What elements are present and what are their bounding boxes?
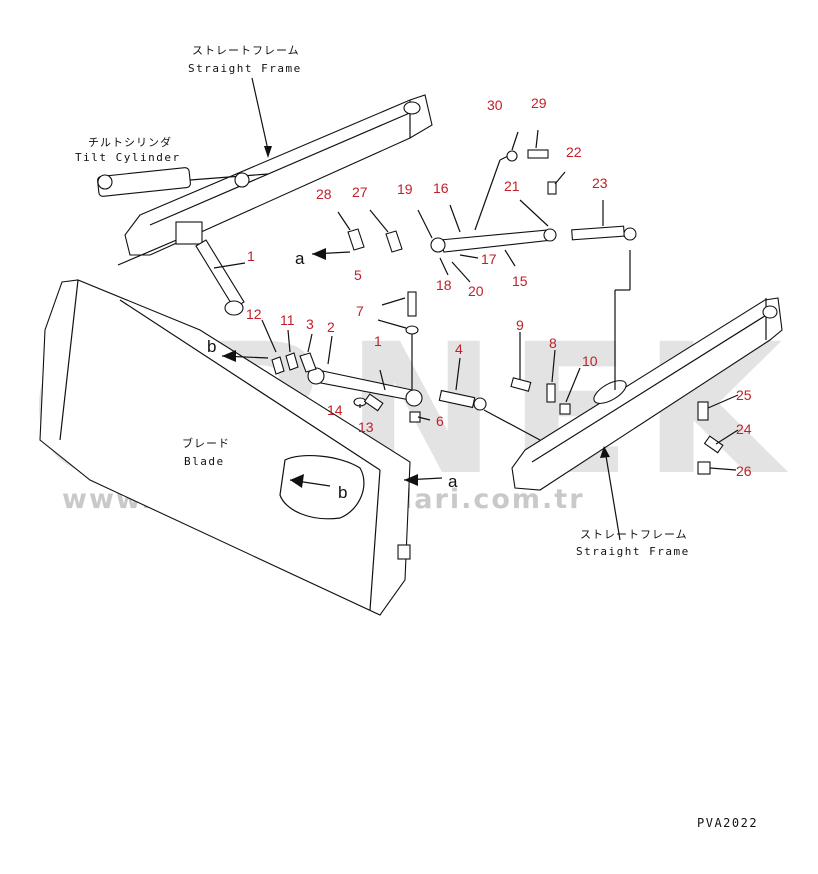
blade [39, 279, 411, 616]
callout-13: 13 [358, 419, 374, 435]
frame-top-bracket [175, 221, 203, 245]
callout-1-lower: 1 [374, 333, 382, 349]
frame-top-label-jp: ストレートフレーム [192, 44, 300, 57]
callout-10: 10 [582, 353, 598, 369]
callout-1-upper: 1 [247, 248, 255, 264]
callout-3: 3 [306, 316, 314, 332]
frame-bottom-label-en: Straight Frame [576, 545, 690, 558]
callout-15: 15 [512, 273, 528, 289]
callout-4: 4 [455, 341, 463, 357]
callout-14: 14 [327, 402, 343, 418]
brace-rod-upper [195, 239, 245, 316]
small-hardware [271, 291, 724, 475]
callout-17: 17 [481, 251, 497, 267]
blade-body [39, 279, 411, 616]
callout-21: 21 [504, 178, 520, 194]
callout-12: 12 [246, 306, 262, 322]
tilt-cylinder-label-en: Tilt Cylinder [75, 151, 181, 164]
upper-linkage [430, 149, 637, 253]
callout-11: 11 [280, 312, 295, 328]
view-arrows [221, 248, 443, 488]
blade-cutout-b [279, 455, 365, 520]
callout-2: 2 [327, 319, 335, 335]
tilt-cylinder-label-jp: チルトシリンダ [88, 135, 172, 149]
blade-label-en: Blade [184, 455, 225, 468]
straight-frame-top [117, 94, 433, 266]
frame-bottom-body [511, 297, 783, 491]
drawing-code: PVA2022 [697, 816, 758, 830]
callout-22: 22 [566, 144, 582, 160]
callout-25: 25 [736, 387, 752, 403]
callout-18: 18 [436, 277, 452, 293]
view-marker-a-right: a [448, 472, 458, 491]
frame-top-label-en: Straight Frame [188, 62, 302, 75]
frame-bottom-label-jp: ストレートフレーム [580, 528, 688, 541]
callout-19: 19 [397, 181, 413, 197]
callout-5: 5 [354, 267, 362, 283]
callout-6: 6 [436, 413, 444, 429]
tilt-cylinder [97, 167, 269, 197]
clips-27-28 [347, 228, 403, 253]
callout-7: 7 [356, 303, 364, 319]
view-marker-b-left: b [207, 337, 216, 356]
callout-8: 8 [549, 335, 557, 351]
callout-28: 28 [316, 186, 332, 202]
callout-27: 27 [352, 184, 368, 200]
callout-20: 20 [468, 283, 484, 299]
callout-23: 23 [592, 175, 608, 191]
callout-numbers: 30 29 22 28 27 19 16 21 23 1 17 5 18 20 … [246, 95, 752, 479]
callout-30: 30 [487, 97, 503, 113]
view-marker-a-upper: a [295, 249, 305, 268]
tilt-cylinder-body [97, 167, 191, 197]
view-marker-b-blade: b [338, 483, 347, 502]
callout-29: 29 [531, 95, 547, 111]
callout-24: 24 [736, 421, 752, 437]
blade-label-jp: ブレード [182, 436, 230, 450]
leader-lines [213, 77, 739, 541]
callout-26: 26 [736, 463, 752, 479]
straight-frame-bottom [511, 250, 783, 491]
callout-16: 16 [433, 180, 449, 196]
brace-rod-lower [307, 330, 541, 441]
callout-9: 9 [516, 317, 524, 333]
